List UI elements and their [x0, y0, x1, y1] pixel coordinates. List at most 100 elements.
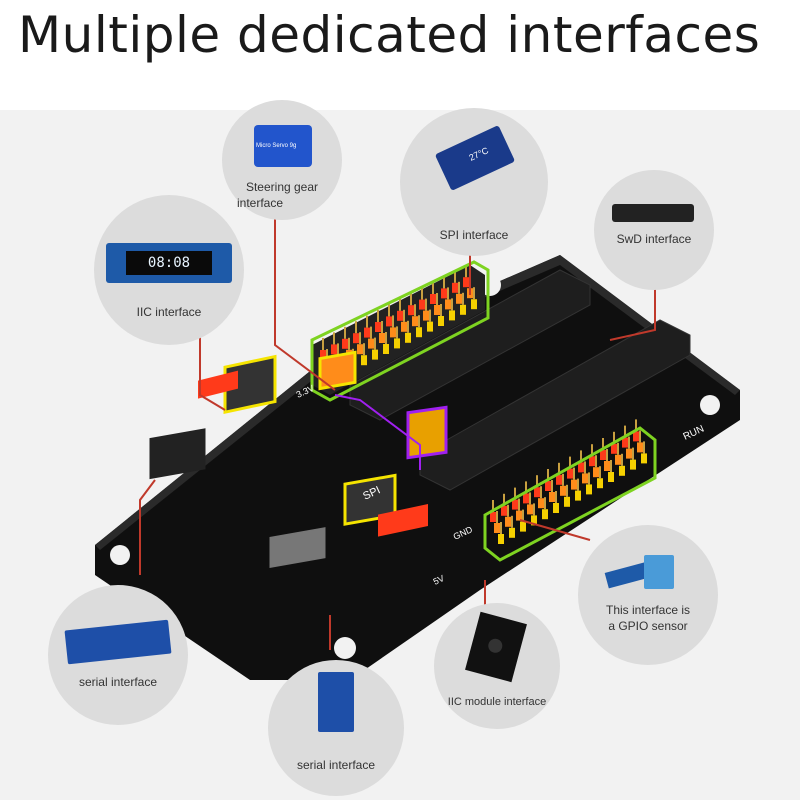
- pin-lead: [551, 480, 553, 492]
- pin-lead: [573, 467, 575, 480]
- pin-lead: [514, 487, 516, 500]
- female-header-right: [419, 319, 691, 491]
- pin-lead: [540, 486, 542, 499]
- pin-lead: [333, 332, 335, 345]
- header-pin: [364, 327, 370, 338]
- header-pin: [523, 493, 529, 504]
- gpio-header-mid: [343, 473, 397, 526]
- pin-lead: [462, 292, 464, 305]
- header-pin: [320, 350, 326, 360]
- header-pin: [571, 479, 577, 490]
- header-pin: [564, 496, 570, 507]
- iic-module-text: 08:08: [147, 255, 191, 271]
- leader-lines: [139, 195, 656, 650]
- pin-lead: [388, 304, 390, 317]
- pin-lead: [580, 450, 582, 463]
- pin-lead: [547, 469, 549, 481]
- bubble-serial-left: serial interface: [48, 585, 188, 725]
- header-pin: [542, 509, 548, 520]
- board-label-5v: 5V: [432, 573, 446, 587]
- header-pin: [427, 321, 433, 332]
- header-pin: [394, 338, 400, 349]
- steering-label-1: Steering gear: [245, 180, 319, 194]
- pin-lead: [606, 449, 608, 461]
- pin-lead: [562, 473, 564, 486]
- pin-lead: [370, 326, 372, 339]
- header-pin: [416, 327, 422, 338]
- header-pin: [390, 327, 396, 338]
- header-pin: [386, 316, 392, 327]
- header-pin: [589, 456, 595, 467]
- header-pin: [626, 448, 632, 459]
- header-pin: [630, 459, 636, 470]
- pin-lead: [473, 287, 475, 300]
- pin-lead: [363, 343, 365, 356]
- pin-lead: [584, 461, 586, 474]
- header-pin: [619, 465, 625, 476]
- iic-module-icon: 08:08: [106, 243, 232, 283]
- pin-lead: [643, 441, 645, 454]
- pin-lead: [577, 478, 579, 491]
- header-pin: [575, 490, 581, 501]
- pin-lead: [458, 281, 460, 294]
- bubble-spi: 27°C SPI interface: [400, 108, 548, 256]
- header-pin: [498, 534, 504, 544]
- pin-lead: [407, 320, 409, 333]
- pin-lead: [337, 343, 339, 356]
- pin-lead: [359, 332, 361, 345]
- header-pin: [582, 473, 588, 484]
- header-pin: [622, 437, 628, 448]
- header-pin: [593, 467, 599, 478]
- pin-lead: [425, 298, 427, 311]
- pin-lead: [599, 466, 601, 479]
- header-pin: [441, 288, 447, 299]
- gpio-label-2: a GPIO sensor: [608, 619, 688, 633]
- pin-lead: [613, 431, 615, 444]
- header-pin: [445, 299, 451, 310]
- header-pin: [438, 316, 444, 326]
- header-pin: [520, 521, 526, 532]
- iic-label: IIC interface: [136, 305, 202, 319]
- pin-lead: [443, 276, 445, 289]
- pin-lead: [418, 315, 420, 328]
- header-pin: [604, 461, 610, 471]
- pin-lead: [344, 326, 346, 339]
- pin-lead: [602, 438, 604, 450]
- pin-lead: [432, 282, 434, 294]
- pin-lead: [440, 304, 442, 316]
- pin-lead: [414, 304, 416, 317]
- header-pin: [357, 344, 363, 355]
- pin-lead: [355, 321, 357, 334]
- pin-lead: [632, 447, 634, 460]
- pin-lead: [396, 326, 398, 339]
- pin-lead: [385, 332, 387, 344]
- green-outline-right: [483, 426, 657, 562]
- header-pin: [600, 450, 606, 460]
- bubble-serial-bottom: serial interface: [268, 660, 404, 796]
- header-pin: [408, 305, 414, 316]
- pin-lead: [399, 298, 401, 311]
- bottom-header-left: [269, 527, 326, 568]
- pin-lead: [533, 503, 535, 516]
- pin-lead: [403, 309, 405, 322]
- right-pin-header: [490, 419, 647, 544]
- header-pin: [452, 282, 458, 293]
- iic-sensor-icon: [465, 611, 527, 683]
- header-pin: [361, 355, 367, 366]
- pin-lead: [322, 338, 324, 350]
- pcb-board: [95, 255, 740, 680]
- pin-lead: [529, 492, 531, 505]
- header-pin: [527, 504, 533, 515]
- pin-lead: [591, 444, 593, 457]
- pin-lead: [454, 270, 456, 283]
- header-pin: [611, 443, 617, 454]
- pin-lead: [377, 310, 379, 322]
- header-pin: [516, 510, 522, 521]
- pin-lead: [429, 309, 431, 322]
- pin-lead: [610, 460, 612, 472]
- spi-module-text: 27°C: [467, 145, 490, 163]
- page-title: Multiple dedicated interfaces: [18, 6, 761, 64]
- bottom-header-red: [378, 504, 428, 537]
- header-pin: [534, 487, 540, 498]
